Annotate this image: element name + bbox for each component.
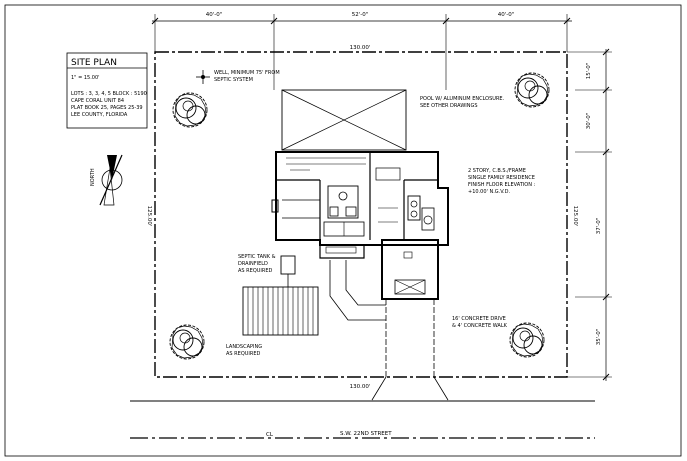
right-dim-3: 37'-0"	[596, 218, 602, 235]
note-septic-1: SEPTIC TANK &	[238, 254, 276, 260]
note-residence-3: FINISH FLOOR ELEVATION :	[468, 182, 536, 188]
top-dim-3: 40'-0"	[498, 12, 515, 18]
title-block: SITE PLAN 1" = 15.00' LOTS : 3, 3, 4, 5 …	[66, 52, 148, 129]
title-block-title: SITE PLAN	[71, 58, 117, 68]
note-drive-2: & 4' CONCRETE WALK	[452, 323, 508, 329]
note-septic-2: DRAINFIELD	[238, 261, 268, 267]
lot-dim-top: 130.00'	[350, 45, 371, 51]
lot-dim-right: 125.00'	[572, 206, 578, 227]
legal-line-3: PLAT BOOK 25, PAGES 25-39	[71, 105, 143, 111]
note-landscaping-2: AS REQUIRED	[226, 351, 261, 357]
legal-line-4: LEE COUNTY, FLORIDA	[71, 112, 128, 118]
sheet-border	[4, 4, 682, 457]
top-dim-1: 40'-0"	[206, 12, 223, 18]
right-dim-1: 15'-0"	[586, 63, 592, 80]
note-drive-1: 16' CONCRETE DRIVE	[452, 316, 506, 322]
note-residence-1: 2 STORY, C.B.S./FRAME	[468, 168, 526, 174]
right-dim-2: 30'-0"	[586, 113, 592, 130]
house-footprint	[271, 151, 449, 259]
note-well-1: WELL, MINIMUM 75' FROM	[214, 70, 280, 76]
driveway	[329, 260, 449, 401]
title-block-scale: 1" = 15.00'	[71, 75, 100, 81]
top-dim-2: 52'-0"	[352, 12, 369, 18]
note-pool-2: SEE OTHER DRAWINGS	[420, 103, 478, 109]
legal-line-1: LOTS : 3, 3, 4, 5 BLOCK : 5190	[71, 91, 147, 97]
tree-icon	[509, 322, 545, 358]
garage	[381, 244, 439, 300]
lot-dim-bottom: 130.00'	[350, 384, 371, 390]
well-marker-icon	[196, 70, 210, 84]
tree-icon	[172, 92, 208, 128]
note-pool-1: POOL W/ ALUMINUM ENCLOSURE.	[420, 96, 505, 102]
note-residence-4: +10.00' N.G.V.D.	[468, 189, 510, 195]
right-dimension-string: 15'-0" 30'-0" 37'-0" 35'-0"	[567, 48, 612, 381]
note-residence-2: SINGLE FAMILY RESIDENCE	[468, 175, 535, 181]
note-well-2: SEPTIC SYSTEM	[214, 77, 253, 83]
top-dimension-string: 40'-0" 52'-0" 40'-0"	[151, 12, 572, 90]
north-arrow: NORTH	[90, 154, 123, 206]
legal-line-2: CAPE CORAL UNIT 84	[71, 98, 124, 104]
pool-enclosure	[281, 89, 407, 151]
property-line	[154, 51, 568, 378]
north-label: NORTH	[90, 168, 96, 186]
note-septic-3: AS REQUIRED	[238, 268, 273, 274]
lot-dim-left: 125.00'	[146, 206, 152, 227]
note-landscaping-1: LANDSCAPING	[226, 344, 262, 350]
right-dim-4: 35'-0"	[596, 329, 602, 346]
tree-icon	[514, 72, 550, 108]
street-centerline-symbol: CL	[266, 432, 274, 438]
street	[130, 400, 595, 439]
septic-system	[242, 255, 319, 336]
street-name: S.W. 22ND STREET	[340, 431, 392, 437]
tree-icon	[169, 324, 205, 360]
